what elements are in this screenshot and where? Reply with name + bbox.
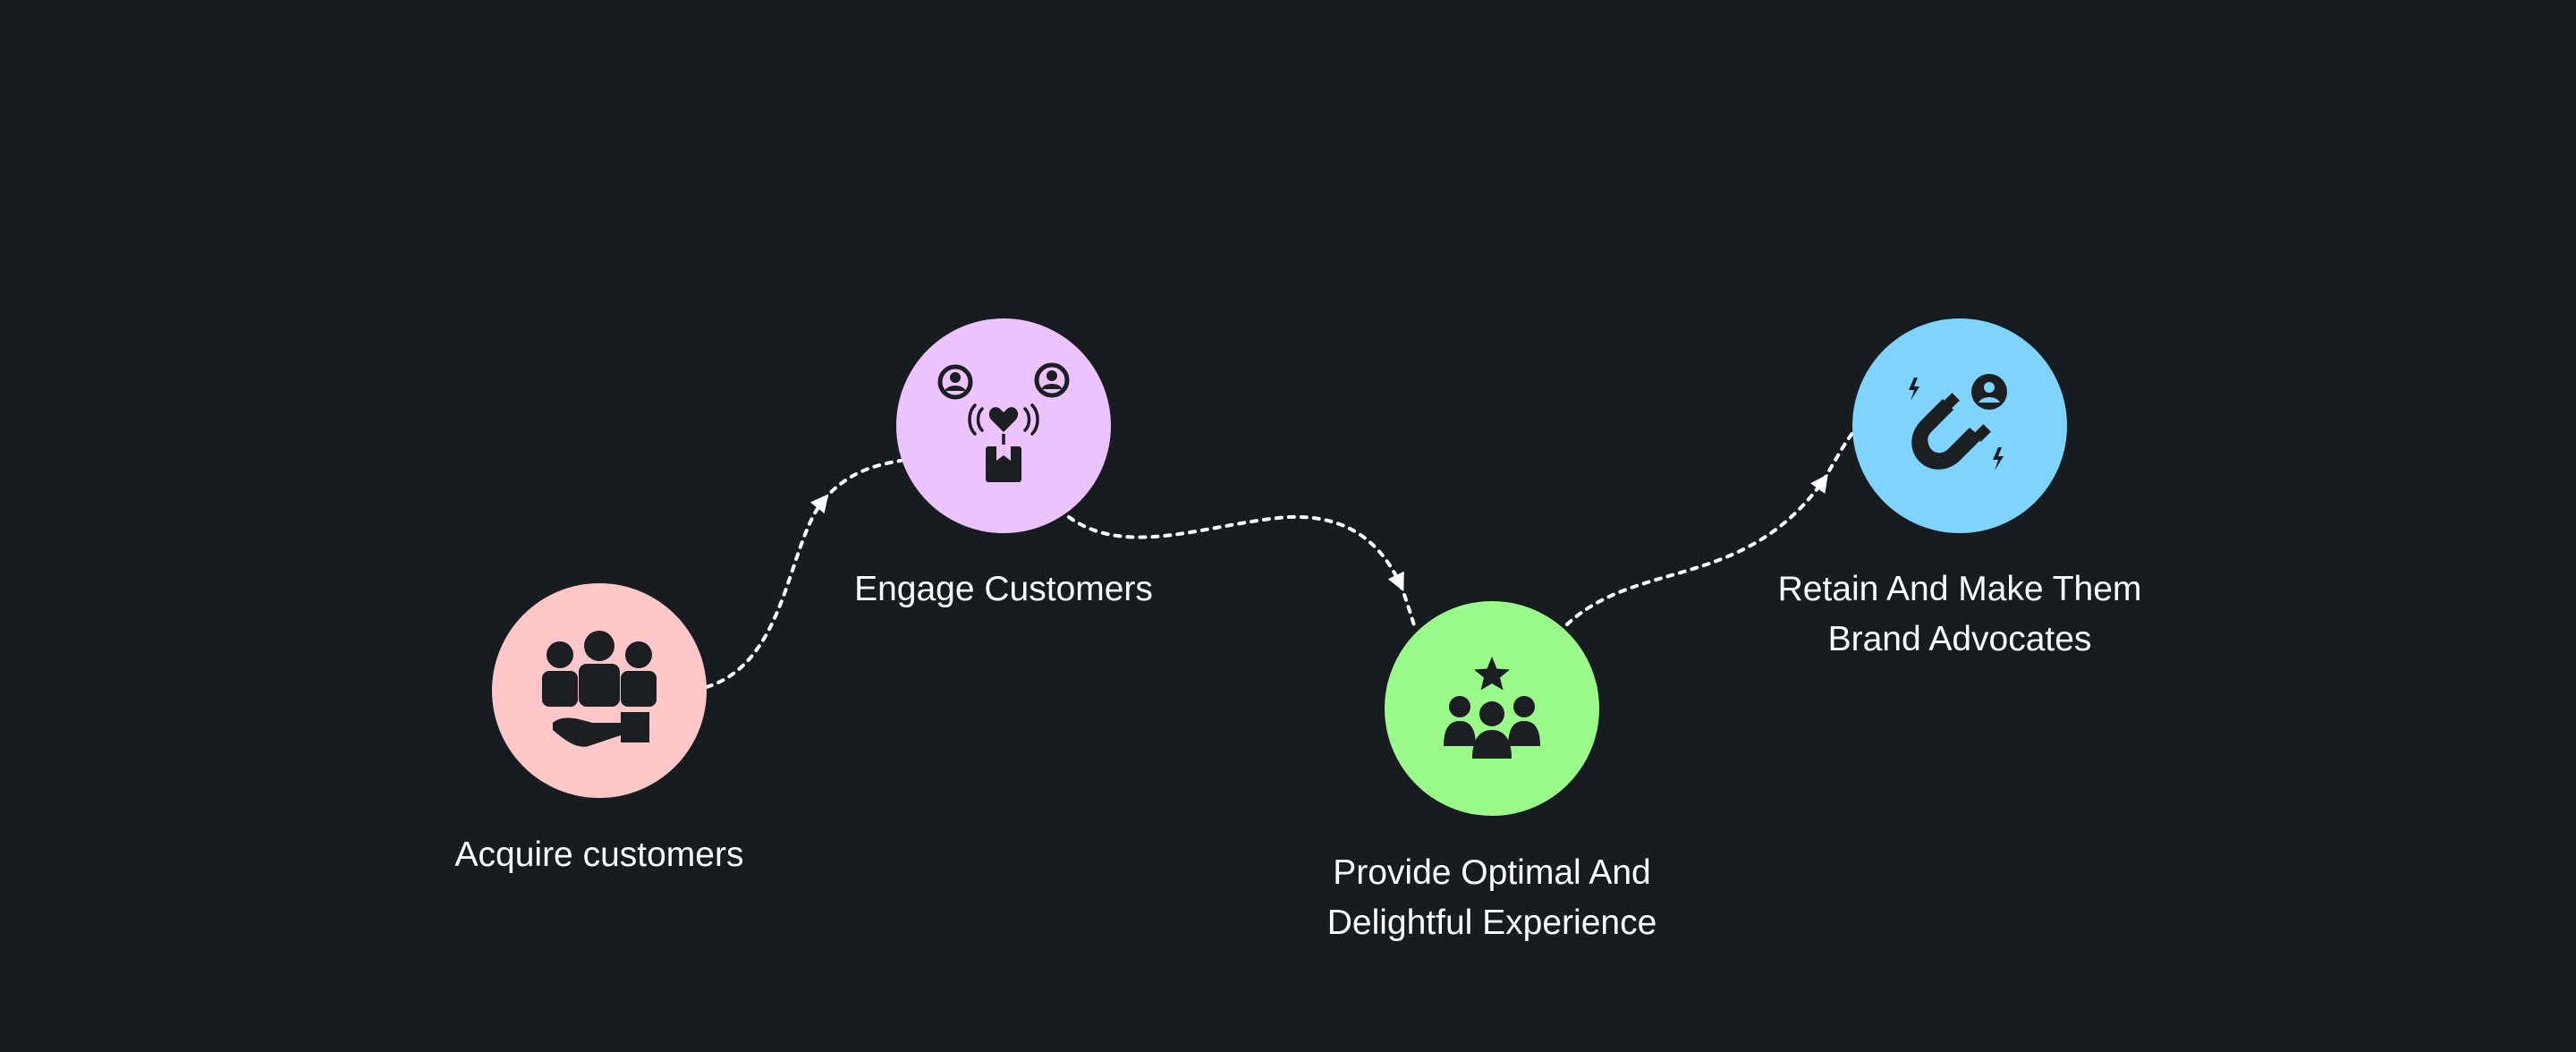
engagement-icon [937, 362, 1070, 482]
step-experience-circle [1385, 601, 1599, 816]
connector-engage-experience-tail [1398, 581, 1418, 632]
step-engage-label: Engage Customers [854, 570, 1153, 608]
connector-engage-experience [1067, 514, 1404, 592]
magnet-user-icon [1909, 374, 2007, 471]
connector-acquire-engage [705, 494, 829, 689]
step-acquire-label: Acquire customers [454, 836, 744, 874]
step-experience-label: Provide Optimal And Delightful Experienc… [1326, 853, 1657, 942]
step-acquire-circle [492, 583, 707, 798]
star-group-icon [1444, 657, 1540, 759]
step-retain-label: Retain And Make Them Brand Advocates [1777, 570, 2142, 658]
connector-experience-retain [1565, 473, 1828, 626]
connector-acquire-engage-tail [821, 459, 902, 503]
step-engage-circle [896, 318, 1111, 533]
connector-experience-retain-tail [1821, 429, 1856, 483]
hand-holding-people-icon [542, 631, 657, 747]
step-retain-circle [1852, 318, 2067, 533]
